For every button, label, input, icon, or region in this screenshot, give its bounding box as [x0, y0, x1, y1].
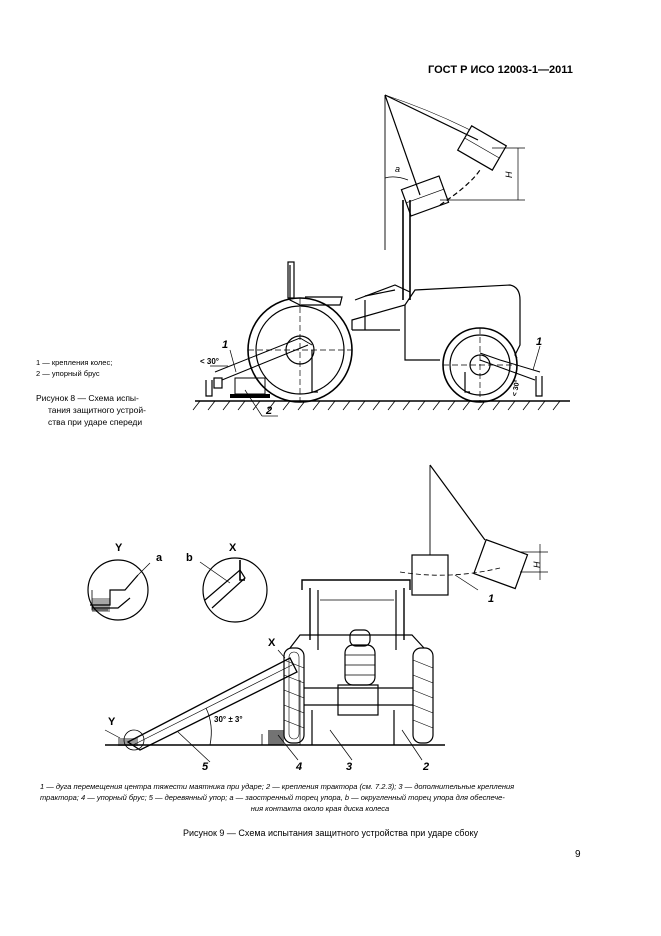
legend9-line: 1 — дуга перемещения центра тяжести маят…: [40, 782, 515, 791]
fig9-detail-y: Y: [115, 542, 123, 554]
fig9-label-a: a: [156, 552, 163, 564]
figure-9-drawing: Y a b X X Y H 30° ± 3° 1 2 3 4 5: [87, 464, 548, 773]
fig8-label-2: 2: [265, 405, 272, 417]
fig9-label-y: Y: [108, 716, 116, 728]
figure-9-legend: 1 — дуга перемещения центра тяжести маят…: [40, 781, 600, 814]
fig8-label-1: 1: [222, 339, 228, 351]
cap8-line: тания защитного устрой-: [48, 405, 146, 415]
fig8-label-angle: < 30°: [200, 357, 219, 366]
figure-8-legend: 1 — крепления колес; 2 — упорный брус: [36, 357, 112, 379]
legend9-line: ния контакта около края диска колеса: [250, 804, 390, 813]
page-number: 9: [575, 849, 581, 860]
fig9-label-b: b: [186, 552, 193, 564]
fig9-label-angle: 30° ± 3°: [214, 715, 243, 724]
fig8-label-angle2: < 30°: [511, 379, 522, 397]
figure-8-drawing: a H < 30° < 30° 1 1 2: [192, 94, 570, 417]
legend8-line: 2 — упорный брус: [36, 369, 100, 378]
fig9-label-3: 3: [346, 761, 352, 773]
figure-9-caption: Рисунок 9 — Схема испытания защитного ус…: [182, 828, 478, 838]
cap8-line: ства при ударе спереди: [48, 417, 143, 427]
fig9-label-2: 2: [422, 761, 429, 773]
fig8-label-a: a: [395, 164, 400, 174]
fig8-label-1b: 1: [536, 336, 542, 348]
cap8-line: Рисунок 8 — Схема испы-: [36, 393, 139, 403]
legend9-line: трактора; 4 — упорный брус; 5 — деревянн…: [40, 793, 505, 802]
figure-8-caption: Рисунок 8 — Схема испы- тания защитного …: [36, 392, 166, 428]
fig9-label-x: X: [268, 637, 276, 649]
fig9-label-4: 4: [295, 761, 302, 773]
document-header: ГОСТ Р ИСО 12003-1—2011: [428, 64, 573, 76]
fig8-label-h: H: [504, 171, 514, 178]
legend8-line: 1 — крепления колес;: [36, 358, 113, 367]
fig9-label-1: 1: [488, 593, 494, 605]
fig9-label-5: 5: [202, 761, 209, 773]
fig9-label-h: H: [532, 561, 542, 568]
fig9-detail-x: X: [229, 542, 237, 554]
